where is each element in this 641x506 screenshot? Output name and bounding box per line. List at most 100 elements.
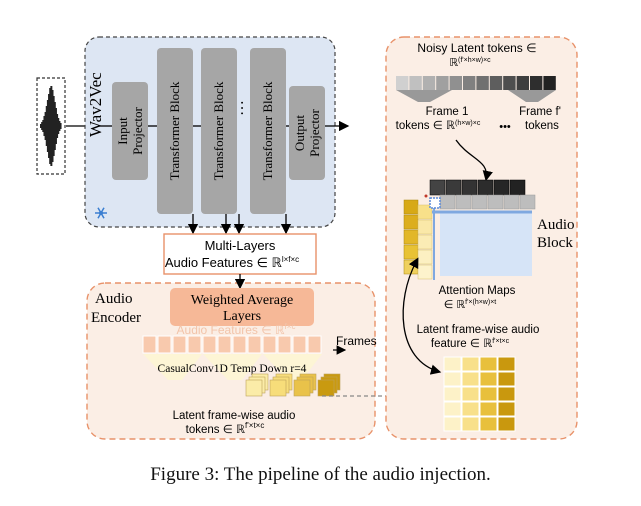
latent-line2: feature ∈ ℝf'×t×c — [431, 338, 510, 350]
output-projector-label: OutputProjector — [292, 109, 322, 157]
tokens-line1: Latent frame-wise audio — [173, 410, 296, 422]
attention-left-cell — [403, 214, 419, 230]
attention-top-cell — [477, 179, 494, 196]
audio-block-line1: Audio — [537, 217, 575, 233]
attention-key-cell — [417, 219, 433, 235]
frame-cell — [277, 335, 292, 354]
frame-cell — [232, 335, 247, 354]
transformer-block-1 — [157, 48, 193, 214]
noisy-token-cell — [422, 76, 436, 90]
attention-line1: Attention Maps — [439, 285, 516, 297]
noisy-line2: ℝ(f'×h×w)×c — [449, 57, 491, 69]
attention-query-cell — [503, 194, 520, 210]
attention-left-cell — [403, 244, 419, 260]
conv-funnel — [203, 354, 262, 380]
multi-layers-line1: Multi-Layers — [205, 238, 276, 253]
token-cube — [269, 379, 287, 397]
input-projector-label: InputProjector — [115, 107, 145, 155]
latent-grid-cell — [497, 386, 516, 402]
latent-grid-cell — [461, 416, 480, 432]
attention-key-cell — [417, 264, 433, 280]
framef-bracket — [508, 90, 556, 102]
latent-grid-cell — [461, 386, 480, 402]
attention-top-cell — [429, 179, 446, 196]
weighted-average-box — [170, 288, 314, 326]
token-cube — [245, 379, 263, 397]
audio-encoder-label-1: Audio — [95, 291, 133, 307]
latent-grid-cell — [497, 371, 516, 387]
attention-key-cell — [417, 234, 433, 250]
latent-grid-cell — [443, 371, 462, 387]
attention-query-cell — [519, 194, 536, 210]
conv-funnel — [263, 354, 322, 380]
attention-top-cell — [461, 179, 478, 196]
frame-cell — [292, 335, 307, 354]
latent-grid-cell — [461, 401, 480, 417]
latent-grid-cell — [443, 416, 462, 432]
snowflake-icon — [95, 207, 107, 219]
figure-caption: Figure 3: The pipeline of the audio inje… — [150, 464, 491, 485]
frame-cell — [157, 335, 172, 354]
frame-cell — [217, 335, 232, 354]
transformer-block-3 — [250, 48, 286, 214]
transformer-block-1-label: Transformer Block — [167, 81, 182, 180]
framef-line2: tokens — [525, 120, 559, 132]
latent-grid-cell — [461, 356, 480, 372]
frame-cell — [307, 335, 322, 354]
attention-key-column — [417, 204, 433, 280]
frames-label: Frames — [336, 334, 377, 348]
frame1-bracket — [396, 90, 452, 102]
token-cube — [317, 379, 335, 397]
latent-grid-cell — [479, 371, 498, 387]
noisy-line1: Noisy Latent tokens ∈ — [417, 41, 536, 55]
latent-grid-cell — [479, 386, 498, 402]
noisy-token-cell — [543, 76, 556, 90]
attention-top-cell — [445, 179, 462, 196]
latent-to-attention-arrow — [402, 257, 442, 375]
attention-dot — [424, 194, 428, 198]
frame-cell — [187, 335, 202, 354]
noisy-token-cell — [516, 76, 529, 90]
frame-cell — [172, 335, 187, 354]
attention-focus-cell — [429, 197, 441, 209]
latent-grid-cell — [461, 371, 480, 387]
weighted-line1: Weighted Average — [191, 293, 293, 308]
audio-block-line2: Block — [537, 235, 573, 251]
transformer-block-2-label: Transformer Block — [211, 81, 226, 180]
block-ellipsis: … — [230, 100, 247, 116]
attention-line2: ∈ ℝf'×(h×w)×t — [444, 299, 497, 311]
attention-map — [440, 212, 532, 276]
token-cube — [293, 379, 311, 397]
noisy-token-cell — [463, 76, 476, 90]
attention-top-cell — [493, 179, 510, 196]
frame1-line2: tokens ∈ ℝ(h×w)×c — [396, 120, 481, 132]
attention-query-cell — [487, 194, 504, 210]
noisy-token-cell — [409, 76, 422, 90]
token-stacks — [245, 373, 341, 397]
latent-grid-cell — [443, 401, 462, 417]
noisy-token-cell — [396, 76, 409, 90]
frame-cell — [247, 335, 262, 354]
attention-top-row — [429, 179, 526, 196]
audio-features-label: Audio Features ∈ ℝf×c — [177, 322, 296, 337]
attention-query-cell — [455, 194, 472, 210]
latent-grid-cell — [443, 386, 462, 402]
conv-funnels — [143, 354, 322, 380]
weighted-line2: Layers — [223, 309, 261, 324]
latent-grid-cell — [479, 401, 498, 417]
attention-query-cell — [439, 194, 456, 210]
frame-cell — [142, 335, 157, 354]
multi-layers-line2: Audio Features ∈ ℝl×f×c — [165, 255, 299, 270]
frames-strip — [142, 335, 322, 354]
latent-line1: Latent frame-wise audio — [417, 324, 540, 336]
frame-to-attention-arrow — [455, 139, 493, 182]
attention-query-row — [439, 194, 536, 210]
noisy-token-cell — [489, 76, 503, 90]
attention-top-cell — [509, 179, 526, 196]
frame-cell — [202, 335, 217, 354]
transformer-block-3-label: Transformer Block — [260, 81, 275, 180]
audio-encoder-label-2: Encoder — [91, 310, 141, 326]
input-projector-block — [112, 82, 148, 180]
attention-left-cell — [403, 199, 419, 215]
conv-funnel — [143, 354, 202, 380]
